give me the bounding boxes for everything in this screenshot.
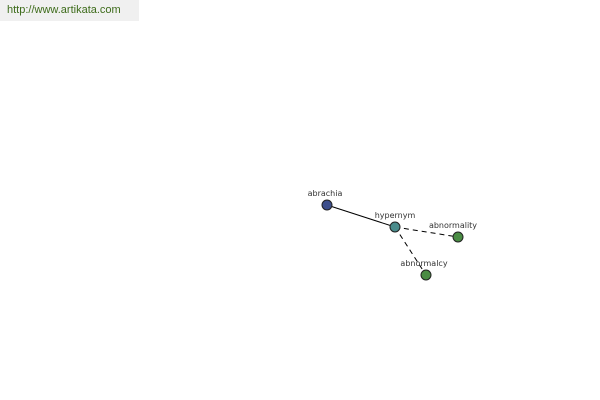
- nodes-layer: abrachia hypernym abnormality abnormalcy: [308, 189, 477, 281]
- site-url-link[interactable]: http://www.artikata.com: [0, 0, 139, 21]
- node-abnormalcy[interactable]: [420, 269, 432, 281]
- node-abrachia[interactable]: [321, 199, 333, 211]
- edge-hypernym-abnormality: [394, 226, 459, 238]
- edges-layer: [326, 204, 459, 276]
- node-label-abnormalcy: abnormalcy: [400, 259, 447, 268]
- node-abnormality[interactable]: [452, 231, 464, 243]
- edge-hypernym-abnormalcy: [394, 226, 427, 276]
- edge-abrachia-hypernym: [326, 204, 396, 228]
- node-label-abrachia: abrachia: [308, 189, 343, 198]
- node-hypernym[interactable]: [389, 221, 401, 233]
- node-label-abnormality: abnormality: [429, 221, 477, 230]
- node-label-hypernym: hypernym: [375, 211, 416, 220]
